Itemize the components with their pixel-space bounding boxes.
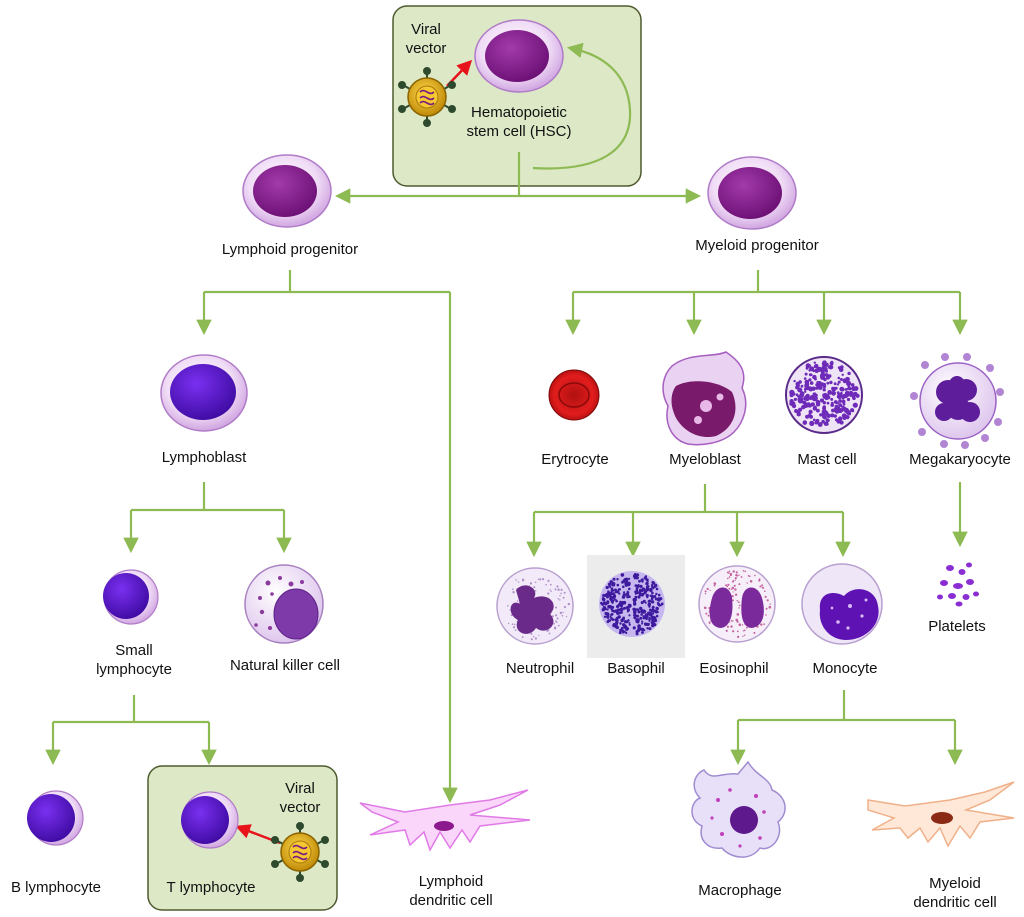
mast-cell-icon <box>785 356 863 434</box>
viral-vector-icon <box>271 822 329 882</box>
t-lymphocyte-cell-icon <box>181 791 239 849</box>
erytrocyte-label: Erytrocyte <box>541 451 609 468</box>
megakaryocyte-cell-icon <box>910 353 1004 449</box>
t-lymphocyte-label: T lymphocyte <box>166 879 256 896</box>
basophil-label: Basophil <box>607 660 665 677</box>
myeloid-dendritic-cell-icon <box>867 781 1015 848</box>
platelets-icon <box>937 562 979 607</box>
connector-lines <box>45 42 968 804</box>
hsc-label: Hematopoietic stem cell (HSC) <box>466 104 572 140</box>
macrophage-cell-icon <box>691 760 786 858</box>
viral-vector-label-bottom: Viral vector <box>279 780 321 816</box>
basophil-cell-icon <box>587 555 685 658</box>
megakaryocyte-label: Megakaryocyte <box>909 451 1011 468</box>
eosinophil-label: Eosinophil <box>699 660 769 677</box>
natural-killer-cell-icon <box>244 564 324 644</box>
hsc-cell-icon <box>474 19 564 93</box>
eosinophil-cell-icon <box>698 565 776 643</box>
myeloid-progenitor-cell-icon <box>707 156 797 230</box>
lymphoid-progenitor-label: Lymphoid progenitor <box>221 241 359 258</box>
myeloblast-cell-icon <box>662 351 747 446</box>
erythrocyte-cell-icon <box>548 369 600 421</box>
platelets-label: Platelets <box>928 618 986 635</box>
lymphoid-dendritic-label: Lymphoid dendritic cell <box>409 873 493 909</box>
b-lymphocyte-label: B lymphocyte <box>10 879 102 896</box>
myeloid-dendritic-label: Myeloid dendritic cell <box>913 875 997 911</box>
macrophage-label: Macrophage <box>698 882 782 899</box>
small-lymphocyte-label: Small lymphocyte <box>96 642 172 678</box>
self-renewal-arrow <box>532 42 632 170</box>
viral-vector-label-top: Viral vector <box>405 21 447 57</box>
small-lymphocyte-cell-icon <box>103 569 159 625</box>
mast-cell-label: Mast cell <box>797 451 857 468</box>
neutrophil-cell-icon <box>496 567 574 645</box>
b-lymphocyte-cell-icon <box>27 790 84 846</box>
lymphoblast-label: Lymphoblast <box>161 449 247 466</box>
monocyte-label: Monocyte <box>812 660 878 677</box>
monocyte-cell-icon <box>801 563 883 645</box>
lymphoblast-cell-icon <box>160 354 248 432</box>
lymphoid-progenitor-cell-icon <box>242 154 332 228</box>
myeloblast-label: Myeloblast <box>669 451 741 468</box>
lymphoid-dendritic-cell-icon <box>359 789 531 852</box>
viral-vector-icon <box>398 67 456 127</box>
natural-killer-label: Natural killer cell <box>229 657 341 674</box>
myeloid-progenitor-label: Myeloid progenitor <box>695 237 819 254</box>
neutrophil-label: Neutrophil <box>505 660 575 677</box>
